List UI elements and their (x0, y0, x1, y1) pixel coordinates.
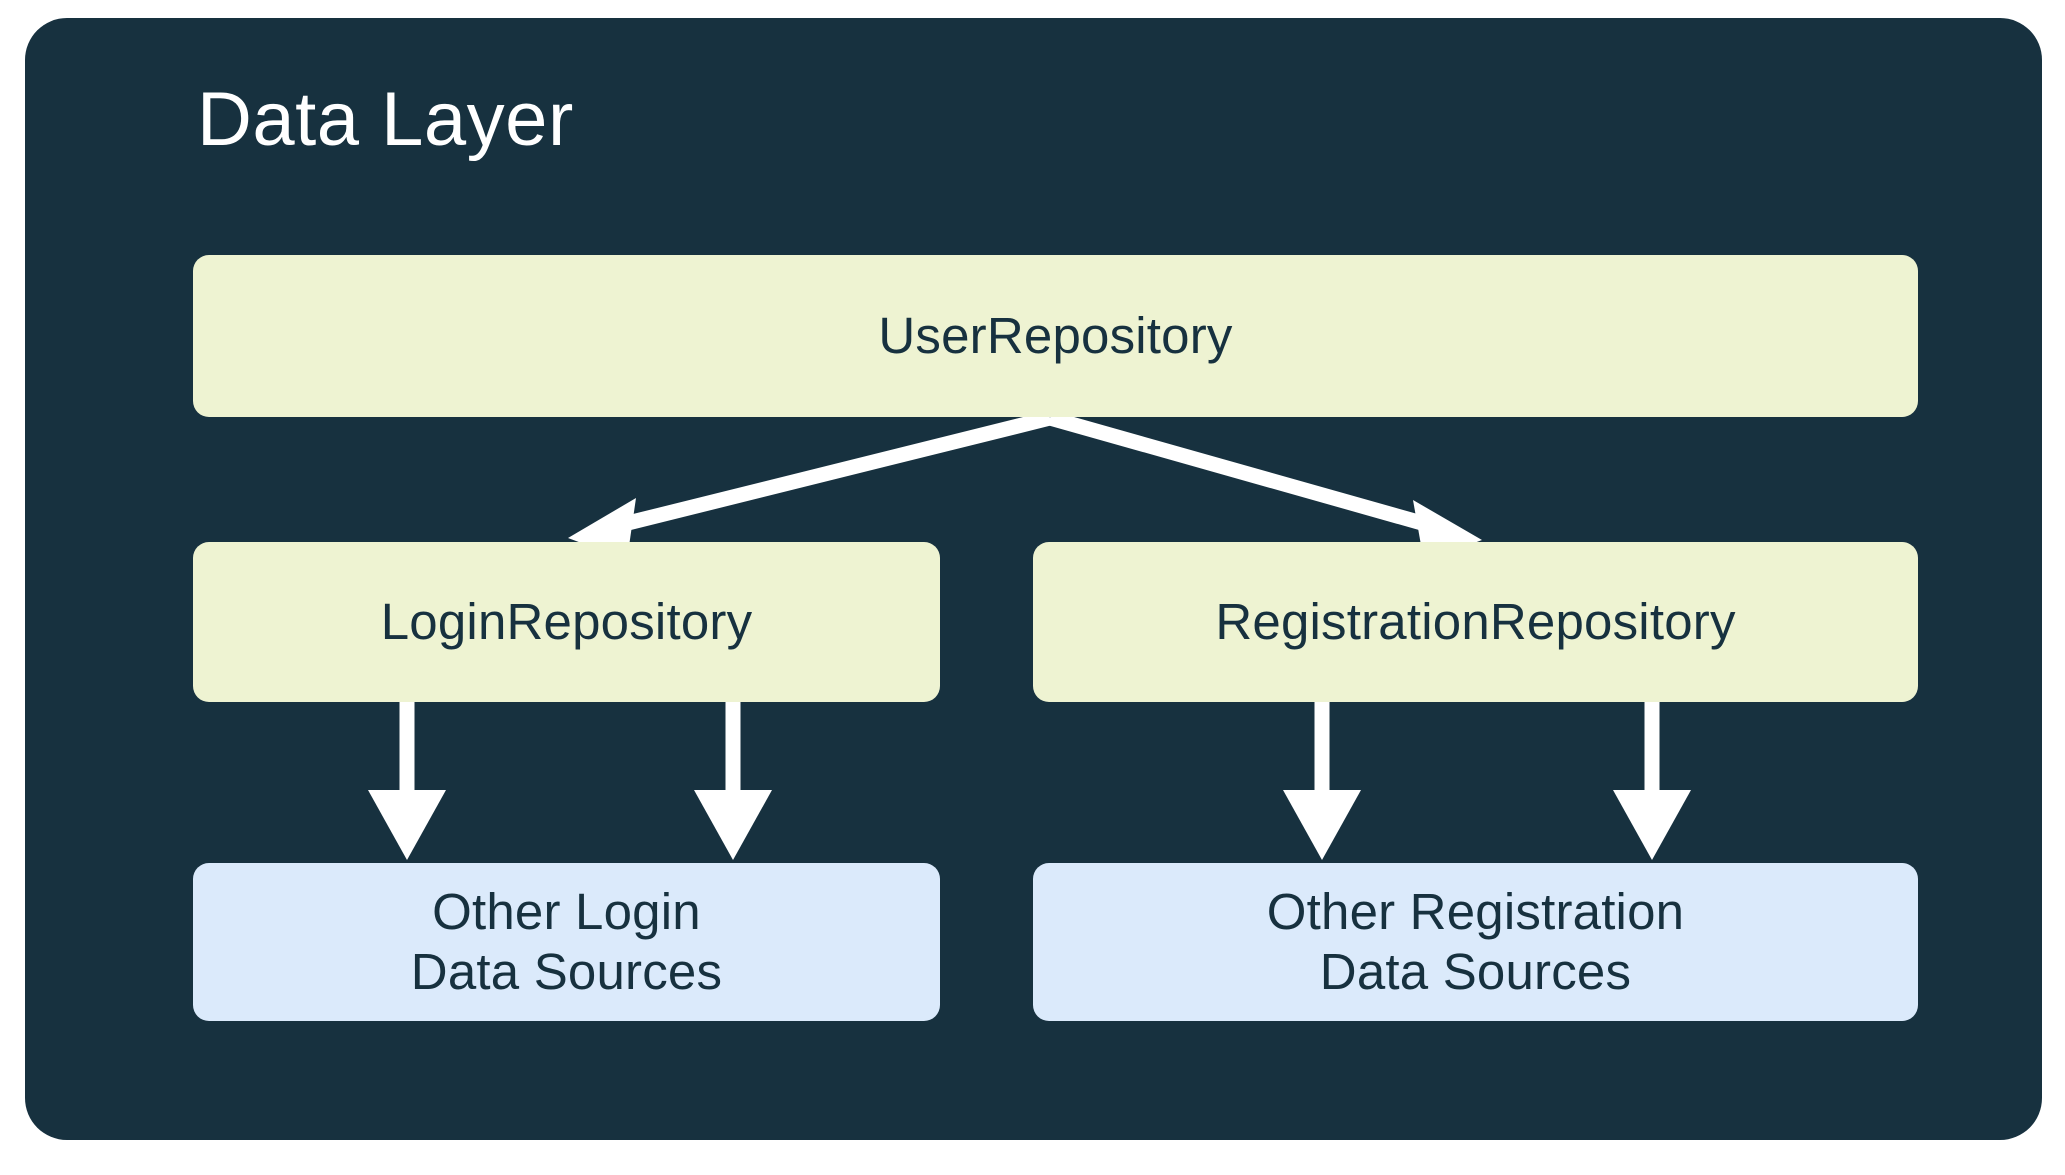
node-login-repository[interactable]: LoginRepository (193, 542, 940, 702)
node-user-repository-label: UserRepository (878, 306, 1233, 364)
node-user-repository[interactable]: UserRepository (193, 255, 1918, 417)
node-other-login-data-sources[interactable]: Other Login Data Sources (193, 863, 940, 1021)
node-other-registration-data-sources[interactable]: Other Registration Data Sources (1033, 863, 1918, 1021)
node-other-login-data-sources-label: Other Login Data Sources (410, 882, 723, 1000)
page-title: Data Layer (197, 77, 574, 162)
node-login-repository-label: LoginRepository (380, 592, 753, 650)
node-registration-repository-label: RegistrationRepository (1215, 592, 1736, 650)
node-other-registration-data-sources-label: Other Registration Data Sources (1266, 882, 1685, 1000)
node-registration-repository[interactable]: RegistrationRepository (1033, 542, 1918, 702)
